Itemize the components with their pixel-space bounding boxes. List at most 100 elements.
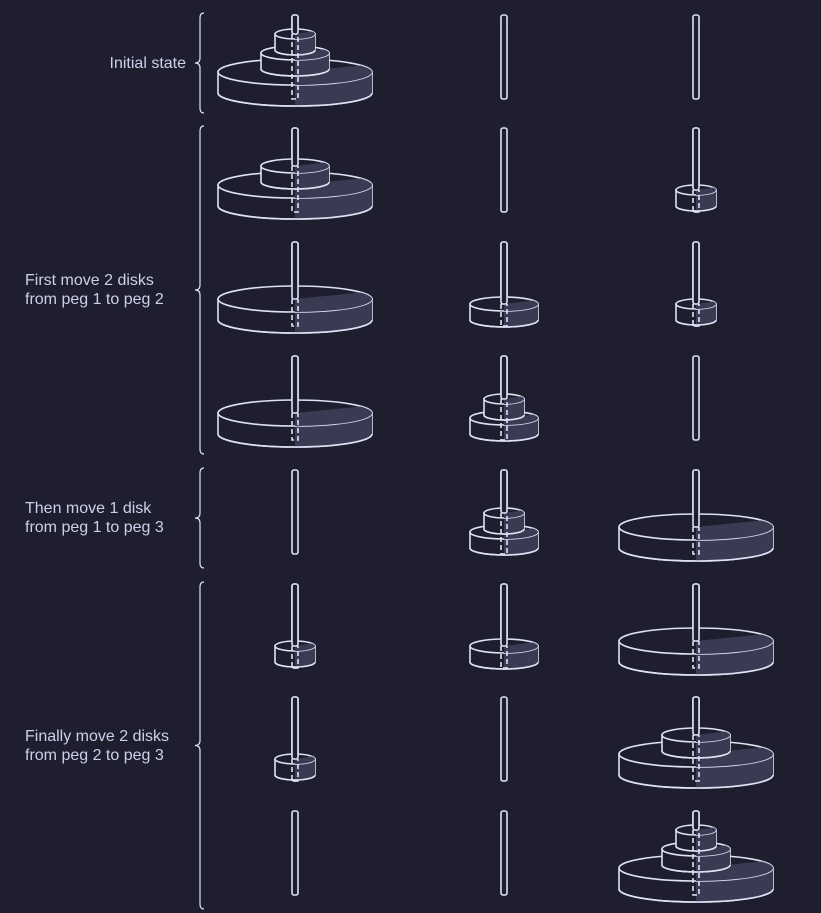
disk-size-3 — [217, 58, 373, 107]
disk-size-3 — [217, 399, 373, 448]
step-label-line: from peg 1 to peg 3 — [25, 519, 164, 536]
peg-rod-visible — [692, 127, 700, 191]
peg-rod-visible — [291, 127, 299, 167]
disk-top-shade — [295, 643, 315, 651]
disk-top-shade — [696, 301, 716, 309]
disk-size-2 — [260, 158, 330, 190]
disk-top-shade — [295, 406, 372, 426]
disk-edge — [469, 661, 539, 670]
state-row — [291, 810, 774, 903]
peg-rod-visible — [692, 583, 700, 642]
disk-top-shade — [295, 292, 372, 312]
disk-edge — [217, 433, 373, 448]
peg — [692, 355, 700, 441]
disk-edge — [469, 547, 539, 556]
peg-rod-visible — [500, 469, 508, 514]
state-row — [274, 696, 774, 789]
peg-rod-hidden — [500, 513, 508, 555]
disk-edge — [469, 433, 539, 442]
peg-rod-hidden — [291, 166, 299, 213]
disk-size-1 — [274, 753, 316, 781]
peg — [274, 583, 316, 669]
peg-rod — [291, 469, 299, 555]
step-label: First move 2 disks from peg 1 to peg 2 — [25, 271, 164, 309]
peg-rod-visible — [291, 14, 299, 35]
step-label-line: Finally move 2 disks — [25, 727, 170, 745]
peg-rod-visible — [692, 696, 700, 736]
peg-rod — [500, 14, 508, 100]
peg — [469, 355, 539, 442]
group-brace — [194, 467, 205, 569]
disk-top-shade — [504, 642, 538, 653]
disk-size-2 — [469, 638, 539, 670]
disk-top-shade — [295, 162, 329, 173]
peg — [217, 355, 373, 448]
state-row — [217, 127, 717, 220]
peg — [217, 127, 373, 220]
peg-rod-visible — [500, 355, 508, 400]
peg — [217, 241, 373, 334]
disk-edge — [260, 181, 330, 190]
peg-rod-visible — [291, 583, 299, 647]
peg-rod — [692, 14, 700, 100]
peg-rod-visible — [500, 241, 508, 305]
group-brace — [194, 125, 205, 455]
disk-edge — [217, 92, 373, 107]
disk-top-shade — [504, 510, 524, 518]
peg-rod-hidden — [500, 399, 508, 441]
disk-edge — [483, 414, 525, 421]
state-row — [217, 241, 717, 334]
peg — [217, 14, 373, 107]
peg-rod-hidden — [500, 646, 508, 669]
disk-size-1 — [274, 640, 316, 668]
peg — [500, 810, 508, 896]
disk-top-shade — [696, 520, 773, 540]
peg-rod-hidden — [692, 830, 700, 896]
step-label-line: Initial state — [109, 54, 186, 72]
peg-rod-visible — [291, 696, 299, 760]
peg — [618, 696, 774, 789]
step-label: Then move 1 disk from peg 1 to peg 3 — [25, 499, 164, 537]
step-label-line: from peg 1 to peg 2 — [25, 291, 164, 308]
peg — [500, 127, 508, 213]
step-label-line: Then move 1 disk — [25, 500, 152, 517]
disk-edge — [274, 49, 316, 56]
peg — [469, 241, 539, 328]
peg — [618, 810, 774, 903]
peg — [469, 469, 539, 556]
peg-rod-visible — [692, 810, 700, 831]
disk-top-shade — [696, 634, 773, 654]
peg — [692, 14, 700, 100]
peg — [618, 583, 774, 676]
disk-edge — [260, 68, 330, 77]
disk-top-shade — [504, 300, 538, 311]
disk-edge — [675, 319, 717, 326]
step-label-line: First move 2 disks — [25, 272, 154, 289]
peg — [469, 583, 539, 670]
disk-edge — [469, 319, 539, 328]
peg — [675, 241, 717, 327]
peg-rod-visible — [291, 241, 299, 300]
disk-edge — [675, 205, 717, 212]
group-brace — [194, 12, 205, 114]
step-label-line: from peg 2 to peg 3 — [25, 746, 164, 764]
state-row — [291, 469, 774, 562]
peg-rod-hidden — [500, 304, 508, 327]
disk-top-shade — [504, 396, 524, 404]
group-brace — [194, 581, 205, 910]
disk-size-1 — [483, 507, 525, 535]
disk-edge — [618, 661, 774, 676]
state-row — [217, 14, 700, 107]
disk-top-shade — [696, 731, 730, 742]
disk-top-shade — [295, 31, 315, 39]
peg-rod — [500, 127, 508, 213]
peg-rod-hidden — [692, 735, 700, 782]
peg — [274, 696, 316, 782]
disk-edge — [675, 845, 717, 852]
peg-rod — [500, 696, 508, 782]
disk-edge — [618, 888, 774, 903]
peg-rod — [291, 810, 299, 896]
disk-edge — [274, 661, 316, 668]
